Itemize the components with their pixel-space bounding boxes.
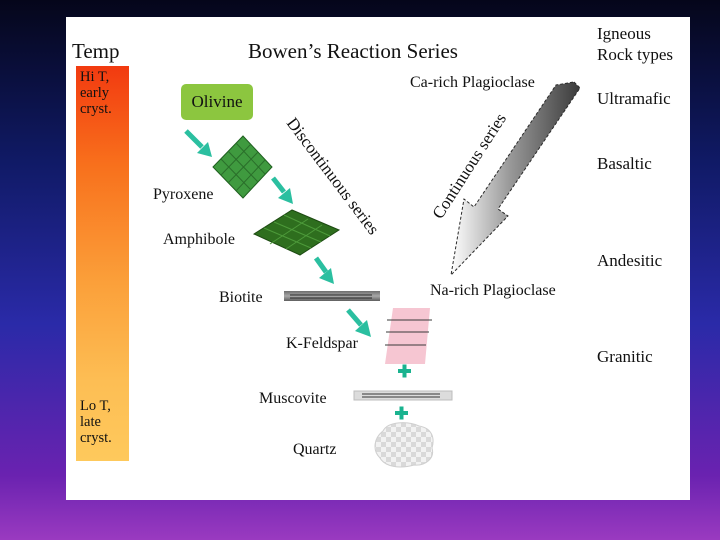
arrow-icon	[348, 310, 371, 337]
arrow-icon	[273, 178, 293, 204]
arrow-icon	[186, 131, 212, 157]
biotite-crystal	[284, 291, 380, 301]
slide-panel: Temp Hi T, early cryst. Lo T, late cryst…	[66, 17, 690, 500]
plus-icon	[398, 365, 411, 378]
amphibole-crystal	[254, 210, 339, 255]
muscovite-crystal	[354, 391, 452, 400]
plus-icon	[395, 407, 408, 420]
quartz-crystal	[375, 423, 433, 467]
arrow-icon	[316, 258, 334, 284]
k-feldspar-crystal	[385, 308, 432, 364]
pyroxene-crystal	[213, 136, 272, 198]
diagram-graphics: Discontinuous series Continuous series	[66, 17, 690, 500]
